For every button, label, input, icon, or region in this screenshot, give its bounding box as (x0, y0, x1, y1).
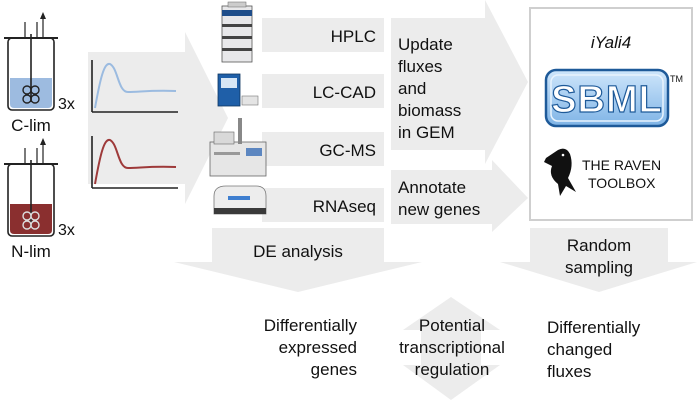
deg-line: Differentially (264, 316, 358, 335)
sbml-trademark: TM (670, 74, 683, 84)
regulation-line: transcriptional (399, 338, 505, 357)
raven-bird-icon (544, 148, 576, 196)
deg-line: genes (311, 360, 357, 379)
model-name: iYali4 (591, 33, 631, 52)
annotate-line: new genes (398, 200, 480, 219)
update-line: biomass (398, 101, 461, 120)
growth-curve-carbon (91, 60, 178, 113)
reactor-label-nitrogen: N-lim (11, 242, 51, 261)
flow-arrow-curves-to-instruments (88, 32, 228, 204)
instrument-label-lc-cad: LC-CAD (313, 83, 376, 102)
background-arrows (88, 0, 697, 400)
instrument-label-gc-ms: GC-MS (319, 141, 376, 160)
output-flux-text: Differentially changed fluxes (547, 318, 641, 381)
instrument-label-rnaseq: RNAseq (313, 197, 376, 216)
flow-arrow-random-sampling (500, 228, 697, 292)
sbml-logo-text: SBML (551, 79, 663, 121)
reactor-label-carbon: C-lim (11, 116, 51, 135)
growth-curve-nitrogen (91, 136, 178, 189)
reactor-replicates-carbon: 3x (58, 96, 75, 113)
band-hplc (262, 18, 384, 52)
de-analysis-label: DE analysis (253, 242, 343, 261)
raven-line: TOOLBOX (588, 175, 656, 191)
bioreactor-nitrogen-limited (4, 138, 58, 237)
output-regulation-text: Potential transcriptional regulation (399, 316, 505, 379)
flow-arrow-regulation (403, 297, 500, 400)
flux-line: changed (547, 340, 612, 359)
band-rnaseq (262, 188, 384, 222)
flux-line: fluxes (547, 362, 591, 381)
regulation-line: regulation (415, 360, 490, 379)
annotate-line: Annotate (398, 178, 466, 197)
flow-arrow-annotate-genes (391, 160, 528, 232)
update-line: in GEM (398, 123, 455, 142)
band-gc-ms (262, 132, 384, 166)
sbml-logo (544, 68, 670, 128)
hplc-instrument-icon (221, 1, 253, 63)
flux-line: Differentially (547, 318, 641, 337)
rnaseq-sequencer-icon (213, 185, 267, 215)
lc-cad-instrument-icon (217, 73, 259, 107)
random-sampling-text: Random sampling (565, 236, 633, 277)
reactor-replicates-nitrogen: 3x (58, 222, 75, 239)
update-line: Update (398, 35, 453, 54)
band-lc-cad (262, 74, 384, 108)
raven-line: THE RAVEN (582, 157, 661, 173)
update-fluxes-text: Update fluxes and biomass in GEM (398, 35, 461, 142)
random-sampling-line: sampling (565, 258, 633, 277)
regulation-line: Potential (419, 316, 485, 335)
bioreactor-carbon-limited (4, 12, 58, 111)
flow-arrow-update-fluxes (391, 0, 528, 164)
random-sampling-line: Random (567, 236, 631, 255)
deg-line: expressed (279, 338, 357, 357)
output-deg-text: Differentially expressed genes (264, 316, 358, 379)
annotate-genes-text: Annotate new genes (398, 178, 480, 219)
gc-ms-instrument-icon (209, 118, 267, 177)
update-line: fluxes (398, 57, 442, 76)
update-line: and (398, 79, 426, 98)
flow-arrow-de-analysis (174, 228, 422, 292)
instrument-label-hplc: HPLC (331, 27, 376, 46)
